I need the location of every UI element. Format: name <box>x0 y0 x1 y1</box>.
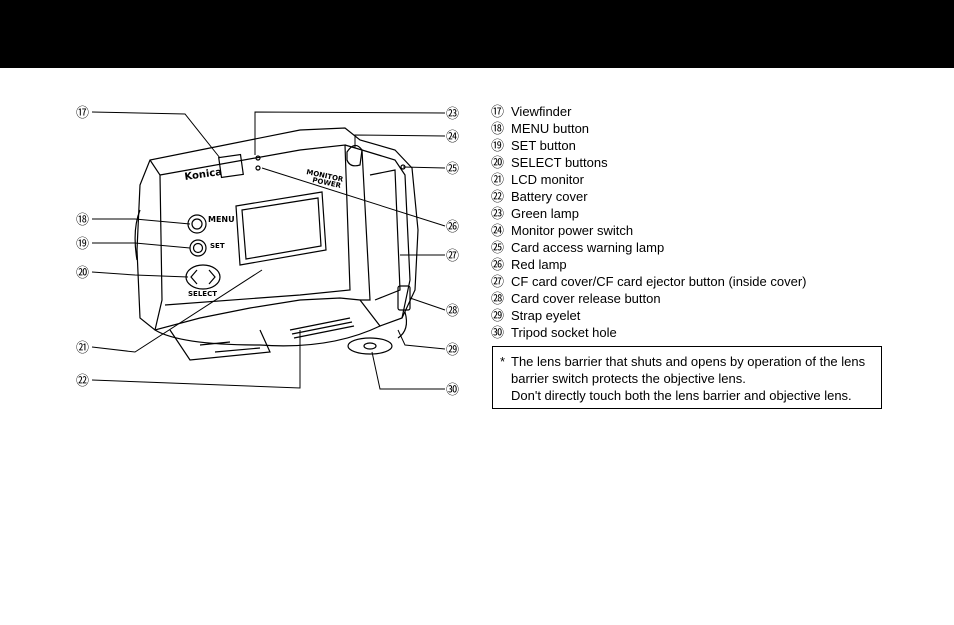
callout-29: ㉙ <box>446 343 459 358</box>
legend-item: ㉘ Card cover release button <box>491 290 911 307</box>
legend-label: Monitor power switch <box>511 223 634 238</box>
monitor-power-switch <box>346 144 363 167</box>
header-bar <box>0 0 954 68</box>
legend-label: Viewfinder <box>511 104 572 119</box>
legend-item: ㉗ CF card cover/CF card ejector button (i… <box>491 273 911 290</box>
legend-item: ⑱ MENU button <box>491 120 911 137</box>
legend-label: Tripod socket hole <box>511 325 617 340</box>
legend-label: Red lamp <box>511 257 567 272</box>
legend-label: Strap eyelet <box>511 308 581 323</box>
callout-18: ⑱ <box>76 213 89 228</box>
callout-25: ㉕ <box>446 162 459 177</box>
callout-26: ㉖ <box>446 220 459 235</box>
legend-number: ㉚ <box>491 325 505 340</box>
callout-22: ㉒ <box>76 374 89 389</box>
legend-item: ㉚ Tripod socket hole <box>491 324 911 341</box>
legend-number: ㉕ <box>491 240 505 255</box>
callout-19: ⑲ <box>76 237 89 252</box>
brand-label: Konica <box>184 167 223 183</box>
legend-number: ㉙ <box>491 308 505 323</box>
legend-item: ⑰ Viewfinder <box>491 103 911 120</box>
strap-eyelet <box>397 311 408 339</box>
callout-27: ㉗ <box>446 249 459 264</box>
camera-back-diagram: Konica MENU SET SELECT MONITOR POWER <box>76 106 459 398</box>
callout-20: ⑳ <box>76 266 89 281</box>
legend-number: ㉑ <box>491 172 505 187</box>
legend-item: ㉓ Green lamp <box>491 205 911 222</box>
legend-number: ㉘ <box>491 291 505 306</box>
callout-23: ㉓ <box>446 107 459 122</box>
legend-number: ⑰ <box>491 104 505 119</box>
red-lamp <box>255 165 261 171</box>
callout-leaders <box>91 111 446 390</box>
select-buttons <box>185 264 221 290</box>
menu-label: MENU <box>208 215 235 224</box>
camera-body <box>134 127 419 361</box>
parts-legend: ⑰ Viewfinder ⑱ MENU button ⑲ SET button ⑳ SE… <box>491 103 911 341</box>
set-button <box>189 239 207 257</box>
lcd-monitor <box>235 191 327 266</box>
legend-item: ⑳ SELECT buttons <box>491 154 911 171</box>
select-label: SELECT <box>188 290 217 298</box>
legend-number: ㉒ <box>491 189 505 204</box>
legend-label: LCD monitor <box>511 172 584 187</box>
menu-button <box>187 214 207 234</box>
legend-number: ⑳ <box>491 155 505 170</box>
callout-30: ㉚ <box>446 383 459 398</box>
legend-label: MENU button <box>511 121 590 136</box>
callout-28: ㉘ <box>446 304 459 319</box>
legend-label: CF card cover/CF card ejector button (in… <box>511 274 807 289</box>
legend-label: Green lamp <box>511 206 579 221</box>
legend-number: ㉖ <box>491 257 505 272</box>
legend-label: SELECT buttons <box>511 155 608 170</box>
legend-number: ⑲ <box>491 138 505 153</box>
legend-item: ㉑ LCD monitor <box>491 171 911 188</box>
legend-number: ⑱ <box>491 121 505 136</box>
legend-item: ⑲ SET button <box>491 137 911 154</box>
green-lamp <box>255 155 261 161</box>
legend-label: Battery cover <box>511 189 588 204</box>
set-label: SET <box>210 242 225 250</box>
legend-item: ㉕ Card access warning lamp <box>491 239 911 256</box>
callout-21: ㉑ <box>76 341 89 356</box>
legend-number: ㉗ <box>491 274 505 289</box>
note-marker: * <box>500 354 506 369</box>
callout-17: ⑰ <box>76 106 89 121</box>
legend-item: ㉒ Battery cover <box>491 188 911 205</box>
battery-cover-grill <box>289 317 355 339</box>
note-line: Don't directly touch both the lens barri… <box>511 388 852 403</box>
legend-item: ㉔ Monitor power switch <box>491 222 911 239</box>
note-line: barrier switch protects the objective le… <box>511 371 746 386</box>
legend-number: ㉔ <box>491 223 505 238</box>
legend-item: ㉙ Strap eyelet <box>491 307 911 324</box>
legend-label: Card cover release button <box>511 291 661 306</box>
viewfinder <box>218 153 244 179</box>
tripod-socket <box>347 337 393 355</box>
legend-label: Card access warning lamp <box>511 240 665 255</box>
note-line: The lens barrier that shuts and opens by… <box>511 354 866 369</box>
callout-24: ㉔ <box>446 130 459 145</box>
legend-item: ㉖ Red lamp <box>491 256 911 273</box>
lens-barrier-note: * The lens barrier that shuts and opens … <box>492 346 882 409</box>
legend-label: SET button <box>511 138 576 153</box>
legend-number: ㉓ <box>491 206 505 221</box>
